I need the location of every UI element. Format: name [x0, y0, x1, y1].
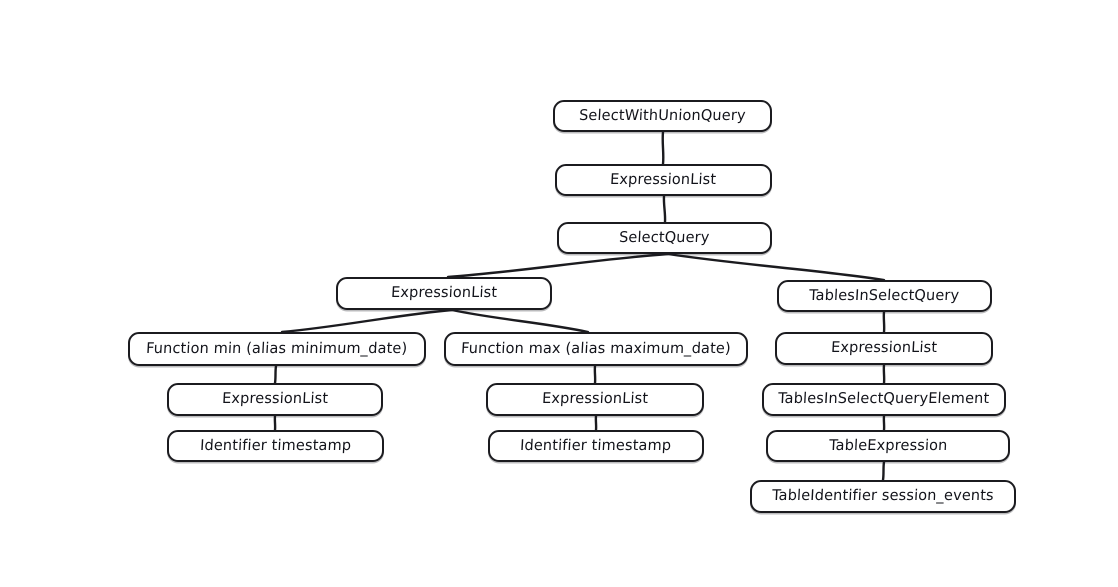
tree-edge: [662, 194, 667, 224]
tree-node-label: Identifier timestamp: [520, 437, 673, 454]
tree-edge: [280, 308, 454, 334]
tree-node-n14[interactable]: TableExpression: [766, 430, 1010, 462]
tree-node-n13[interactable]: Identifier timestamp: [488, 430, 704, 462]
tree-node-label: Identifier timestamp: [199, 437, 352, 454]
tree-node-label: ExpressionList: [610, 171, 718, 188]
tree-node-n2[interactable]: ExpressionList: [555, 164, 772, 196]
tree-node-label: SelectWithUnionQuery: [578, 107, 747, 124]
tree-node-n6[interactable]: Function min (alias minimum_date): [128, 332, 426, 366]
tree-node-n7[interactable]: Function max (alias maximum_date): [444, 332, 748, 366]
tree-node-label: ExpressionList: [541, 390, 649, 408]
tree-node-n4[interactable]: ExpressionList: [336, 277, 552, 310]
tree-node-label: TablesInSelectQueryElement: [777, 390, 991, 408]
tree-node-n11[interactable]: TablesInSelectQueryElement: [762, 383, 1006, 416]
tree-edge: [273, 364, 278, 385]
tree-edge: [661, 130, 665, 166]
tree-node-n8[interactable]: ExpressionList: [775, 332, 993, 365]
tree-node-label: Function min (alias minimum_date): [145, 340, 409, 357]
tree-edge: [446, 252, 670, 279]
tree-node-label: Function max (alias maximum_date): [460, 340, 732, 357]
tree-node-label: TablesInSelectQuery: [809, 287, 961, 304]
tree-node-label: TableExpression: [828, 437, 948, 454]
tree-edge: [450, 308, 590, 334]
tree-node-label: ExpressionList: [221, 390, 329, 408]
tree-edge: [881, 460, 886, 482]
tree-edge: [666, 252, 886, 282]
tree-node-n5[interactable]: TablesInSelectQuery: [777, 280, 992, 312]
edges-group: [273, 130, 886, 482]
tree-node-n15[interactable]: TableIdentifier session_events: [750, 480, 1016, 513]
tree-node-n1[interactable]: SelectWithUnionQuery: [553, 100, 772, 132]
tree-node-n3[interactable]: SelectQuery: [557, 222, 772, 254]
tree-node-label: ExpressionList: [830, 339, 938, 357]
tree-node-label: ExpressionList: [390, 284, 498, 302]
tree-node-label: SelectQuery: [618, 229, 711, 246]
tree-node-n12[interactable]: Identifier timestamp: [167, 430, 384, 462]
tree-node-label: TableIdentifier session_events: [771, 487, 995, 505]
tree-node-n10[interactable]: ExpressionList: [486, 383, 704, 416]
tree-node-n9[interactable]: ExpressionList: [167, 383, 383, 416]
